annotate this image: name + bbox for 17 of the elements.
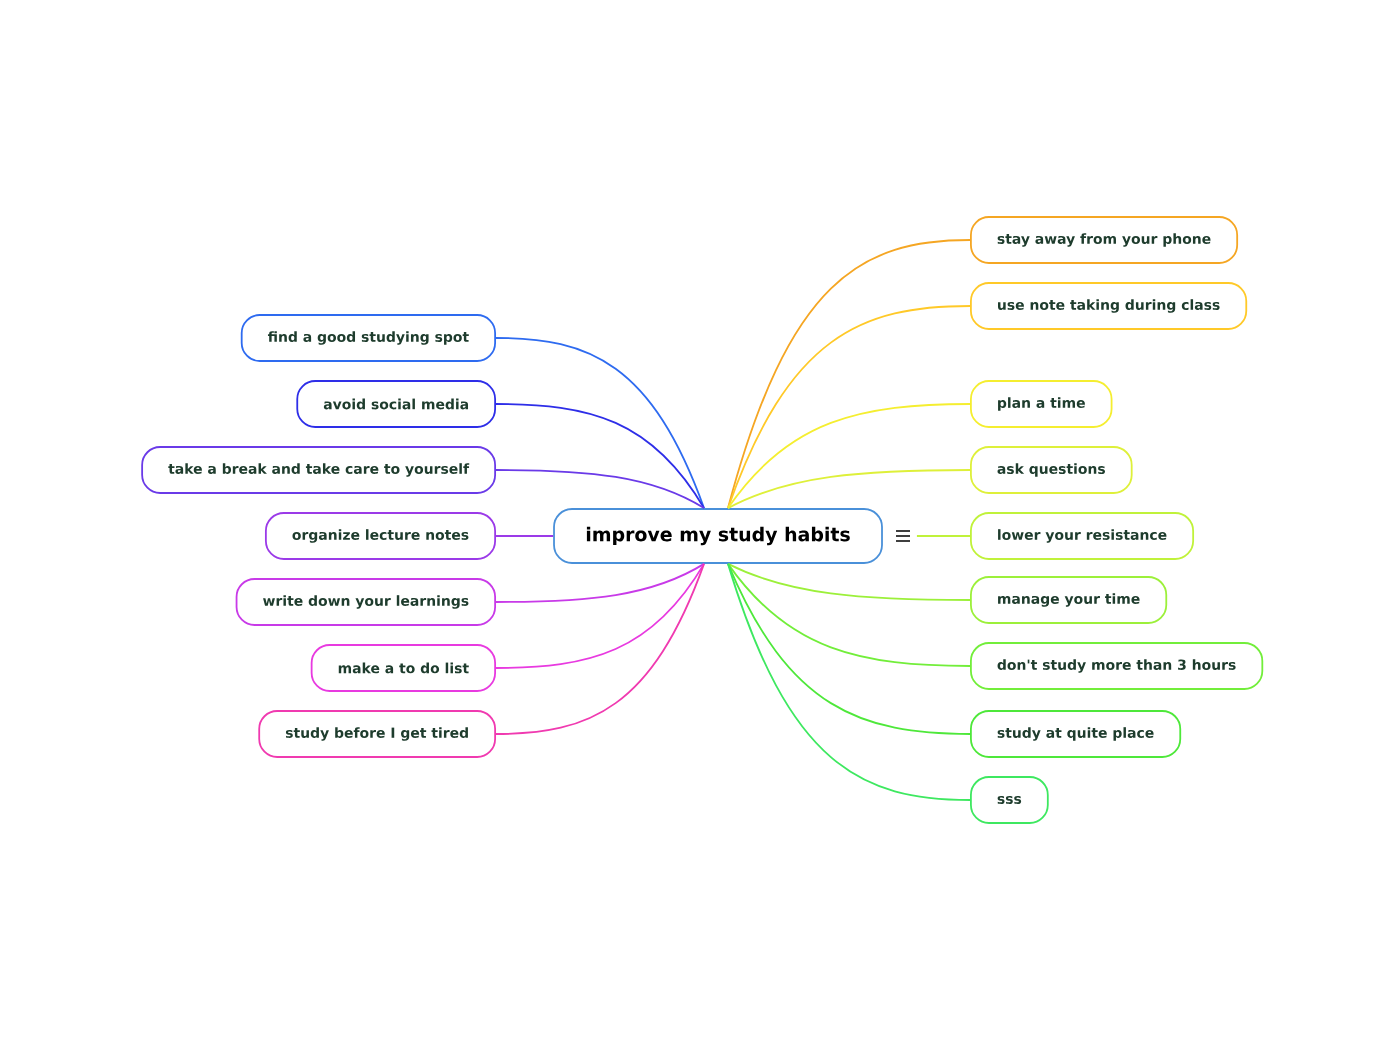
branch-line: [916, 535, 971, 537]
branch-line: [495, 563, 705, 603]
branch-line: [727, 563, 971, 801]
branch-line: [495, 563, 705, 669]
branch-line: [727, 403, 971, 509]
central-topic-box: improve my study habits: [553, 508, 883, 564]
branch-line: [495, 337, 705, 509]
branch-line: [727, 563, 971, 667]
branch-line: [495, 403, 705, 509]
branch-line: [727, 469, 971, 509]
branch-line: [727, 305, 971, 509]
branch-line: [727, 563, 971, 735]
branch-line: [727, 239, 971, 509]
branch-line: [495, 535, 554, 537]
branch-line: [495, 469, 705, 509]
branch-line: [727, 563, 971, 601]
branch-line: [495, 563, 705, 735]
